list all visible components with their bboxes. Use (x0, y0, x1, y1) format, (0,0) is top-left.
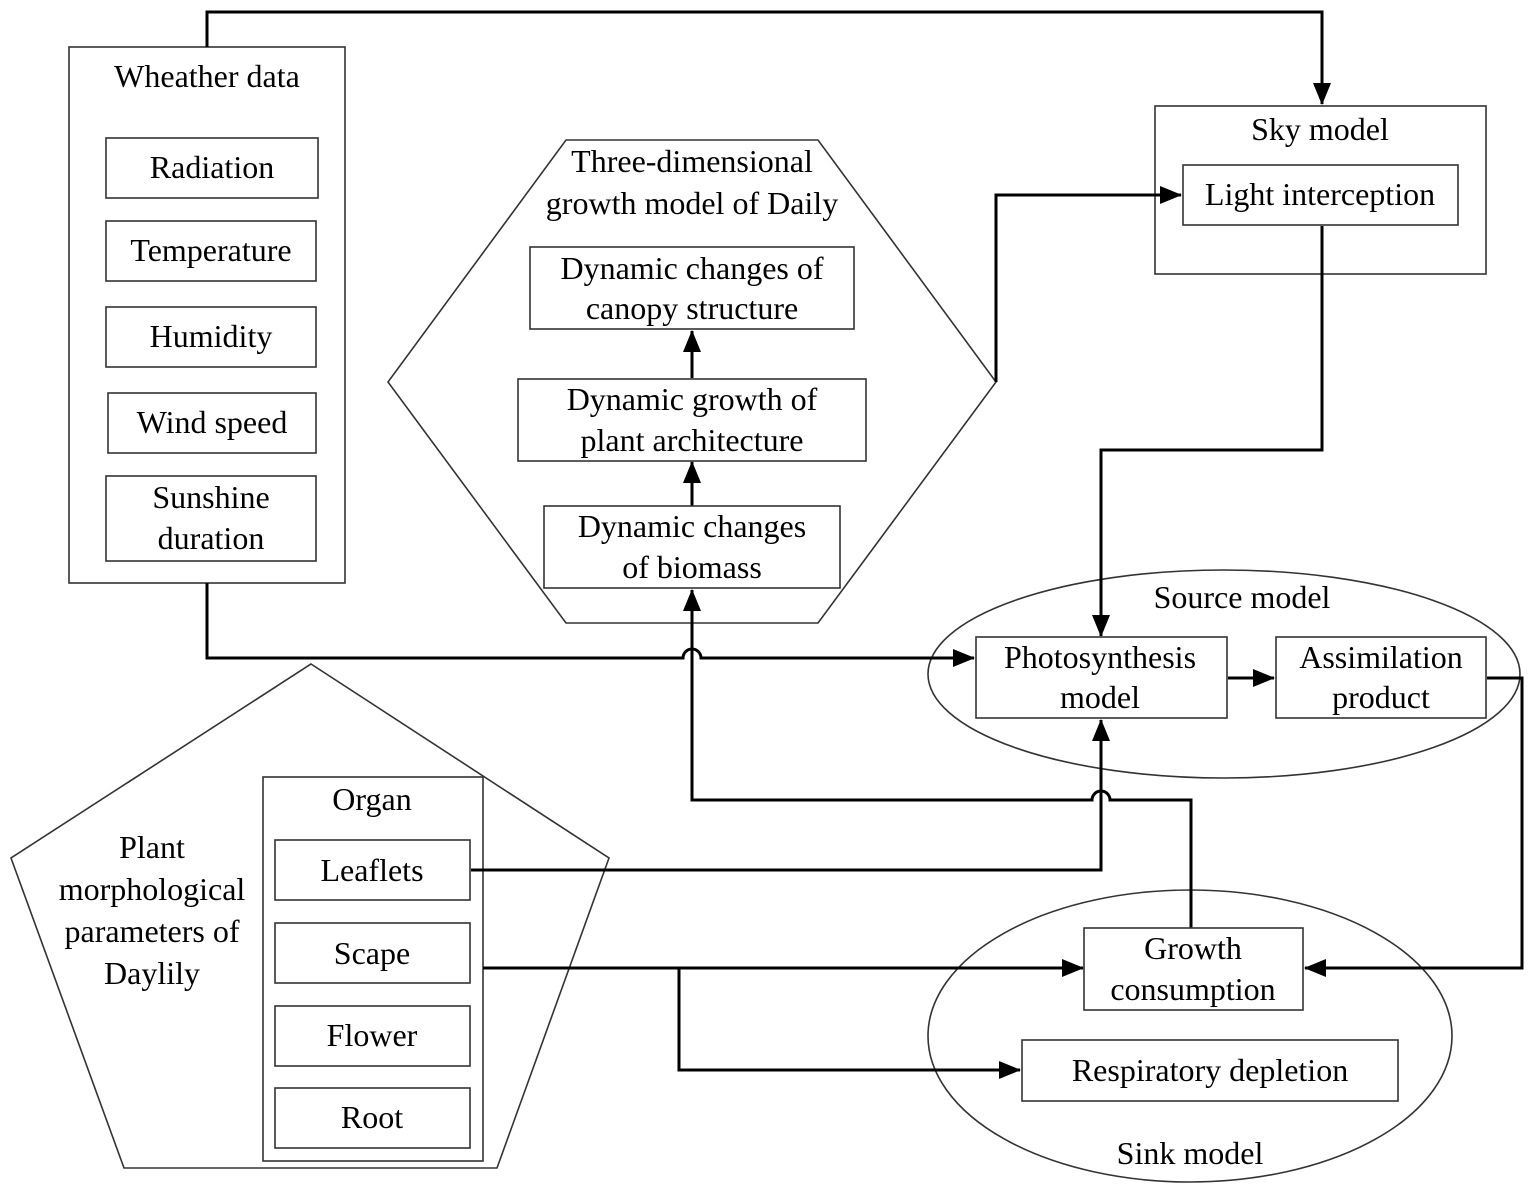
growth-model-title-line2: growth model of Daily (546, 185, 838, 221)
respiratory-label: Respiratory depletion (1072, 1052, 1348, 1088)
sink-model-title: Sink model (1117, 1135, 1264, 1171)
wind-speed-label: Wind speed (137, 404, 288, 440)
flower-box (274, 1005, 471, 1067)
biomass-box (543, 505, 841, 589)
organ-title: Organ (332, 781, 411, 817)
light-interception-label: Light interception (1205, 176, 1435, 212)
connector-scape-to-respiratory (677, 968, 1021, 1079)
scape-box (274, 922, 471, 984)
sunshine-duration-box (105, 475, 317, 562)
plant-label-line4: Daylily (104, 955, 200, 991)
root-label: Root (341, 1099, 403, 1135)
biomass-line1: Dynamic changes (578, 508, 806, 544)
growth-line1: Growth (1144, 930, 1242, 966)
photosynthesis-line2: model (1060, 679, 1140, 715)
weather-title: Wheather data (114, 58, 300, 94)
leaflets-box (274, 839, 471, 901)
scape-label: Scape (334, 935, 410, 971)
respiratory-depletion-box (1021, 1039, 1399, 1102)
architecture-line1: Dynamic growth of (567, 381, 818, 417)
radiation-label: Radiation (150, 149, 274, 185)
temperature-label: Temperature (130, 232, 291, 268)
duration-label: duration (158, 520, 265, 556)
growth-model-hexagon (387, 139, 997, 624)
sunshine-label: Sunshine (152, 479, 269, 515)
root-box (274, 1087, 471, 1149)
radiation-box (105, 137, 319, 199)
connector-leaflets-to-photosynthesis (471, 719, 1110, 872)
humidity-box (105, 306, 317, 368)
canopy-line2: canopy structure (586, 290, 798, 326)
wind-speed-box (107, 392, 317, 454)
connector-light-to-photosynthesis (1092, 226, 1324, 637)
source-model-ellipse (927, 569, 1521, 779)
plant-label-line2: morphological (59, 871, 246, 907)
leaflets-label: Leaflets (320, 852, 423, 888)
assimilation-box (1275, 636, 1487, 719)
architecture-line2: plant architecture (581, 422, 804, 458)
assimilation-line1: Assimilation (1299, 639, 1463, 675)
plant-pentagon (10, 663, 610, 1169)
growth-line2: consumption (1110, 971, 1275, 1007)
photosynthesis-line1: Photosynthesis (1004, 639, 1196, 675)
temperature-box (105, 220, 317, 282)
flower-label: Flower (327, 1017, 418, 1053)
humidity-label: Humidity (150, 318, 273, 354)
connector-weather-to-photosynthesis (205, 583, 975, 667)
light-interception-box (1182, 164, 1459, 226)
plant-label-line3: parameters of (64, 913, 239, 949)
biomass-line2: of biomass (622, 549, 762, 585)
growth-model-title-line1: Three-dimensional (571, 143, 813, 179)
sky-model-title: Sky model (1251, 111, 1389, 147)
canopy-structure-box (529, 246, 855, 330)
growth-consumption-box (1083, 927, 1304, 1011)
connector-assimilation-to-growth (1304, 676, 1524, 977)
photosynthesis-box (975, 636, 1228, 719)
source-model-title: Source model (1154, 579, 1331, 615)
canopy-line1: Dynamic changes of (560, 250, 823, 286)
plant-label-line1: Plant (119, 829, 185, 865)
connector-growth-to-light (994, 186, 1182, 382)
assimilation-line2: product (1332, 679, 1430, 715)
connector-weather-to-sky (205, 10, 1331, 105)
plant-architecture-box (517, 378, 867, 462)
